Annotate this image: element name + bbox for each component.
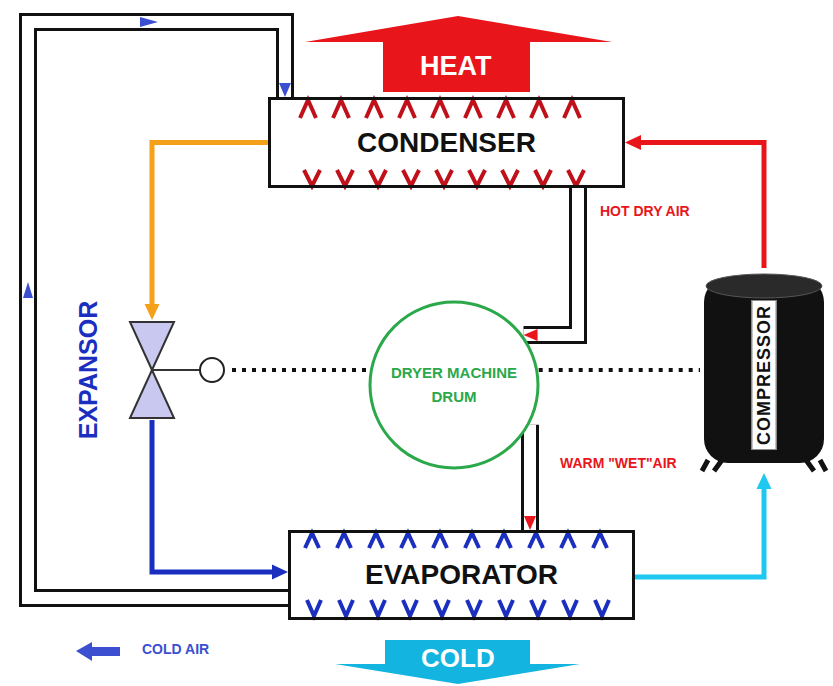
evaporator-coil xyxy=(497,533,511,548)
condenser-coil xyxy=(366,100,382,118)
condenser-coil xyxy=(333,100,349,118)
condenser-coil xyxy=(300,100,316,118)
evaporator-coil xyxy=(337,533,351,548)
flow-arrow xyxy=(140,17,158,27)
refrigerant-line xyxy=(145,143,269,321)
refrigerant-line xyxy=(232,370,369,371)
heat-label: HEAT xyxy=(420,51,492,82)
cold-label: COLD xyxy=(421,643,495,674)
air-flow-label: WARM "WET"AIR xyxy=(558,455,679,471)
node-label: DRYER MACHINE DRUM xyxy=(384,361,524,409)
condenser-coil xyxy=(337,170,353,186)
node-label: EVAPORATOR xyxy=(365,559,558,591)
air-duct xyxy=(524,188,579,341)
evaporator-coil xyxy=(401,533,415,548)
condenser-coil xyxy=(568,170,584,186)
condenser-coil xyxy=(399,100,415,118)
flow-arrow xyxy=(23,282,33,298)
condenser-coil xyxy=(469,170,485,186)
evaporator-coil xyxy=(467,600,481,616)
evaporator-coil xyxy=(563,600,577,616)
condenser-coil xyxy=(502,170,518,186)
evaporator-coil xyxy=(529,533,543,548)
refrigerant-line xyxy=(539,370,700,371)
node-label: COMPRESSOR xyxy=(752,300,777,450)
air-flow-label: COLD AIR xyxy=(140,641,211,657)
evaporator-box: EVAPORATOR xyxy=(288,530,635,620)
refrigerant-line xyxy=(635,473,772,577)
drum-outline xyxy=(368,300,540,470)
dryer-drum: DRYER MACHINE DRUM xyxy=(368,300,540,470)
condenser-coil xyxy=(564,100,580,118)
evaporator-coil xyxy=(307,600,321,616)
evaporator-coil xyxy=(499,600,513,616)
condenser-coil xyxy=(403,170,419,186)
node-label: EXPANSOR xyxy=(74,301,103,439)
cold-air-arrow xyxy=(76,642,120,661)
node-label: CONDENSER xyxy=(357,127,536,159)
evaporator-coil xyxy=(305,533,319,548)
expansion-valve: EXPANSOR xyxy=(122,320,232,420)
cold-arrow xyxy=(335,640,580,684)
evaporator-coil xyxy=(433,533,447,548)
condenser-coil xyxy=(436,170,452,186)
air-duct xyxy=(28,22,291,598)
condenser-coil xyxy=(535,170,551,186)
air-duct xyxy=(524,425,536,530)
condenser-coil xyxy=(304,170,320,186)
condenser-box: CONDENSER xyxy=(268,97,625,188)
evaporator-coil xyxy=(595,600,609,616)
evaporator-coil xyxy=(593,533,607,548)
condenser-coil xyxy=(465,100,481,118)
condenser-coil xyxy=(370,170,386,186)
condenser-coil xyxy=(432,100,448,118)
evaporator-coil xyxy=(561,533,575,548)
evaporator-coil xyxy=(465,533,479,548)
compressor-cylinder: COMPRESSOR xyxy=(700,268,828,473)
evaporator-coil xyxy=(531,600,545,616)
evaporator-coil xyxy=(435,600,449,616)
evaporator-coil xyxy=(339,600,353,616)
condenser-coil xyxy=(498,100,514,118)
valve-symbol xyxy=(122,320,232,420)
evaporator-coil xyxy=(371,600,385,616)
air-flow-label: HOT DRY AIR xyxy=(598,203,692,219)
condenser-coil xyxy=(531,100,547,118)
evaporator-coil xyxy=(369,533,383,548)
heat-arrow xyxy=(305,16,612,92)
refrigerant-line xyxy=(152,420,288,580)
evaporator-coil xyxy=(403,600,417,616)
refrigerant-line xyxy=(625,135,764,268)
